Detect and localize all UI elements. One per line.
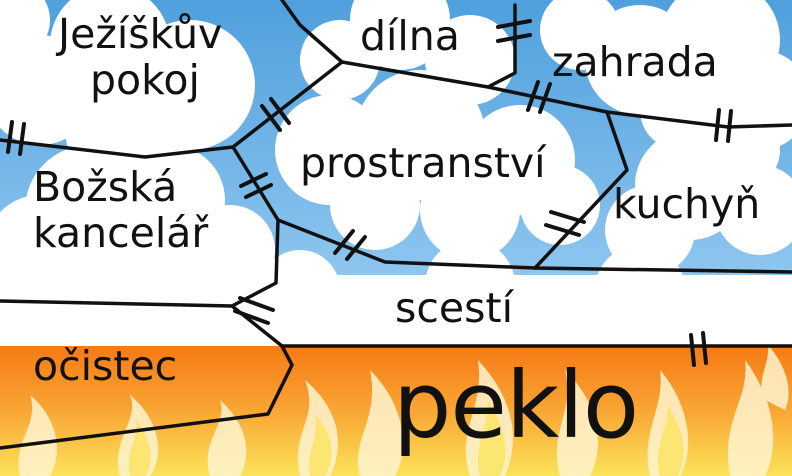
room-borders <box>0 0 792 450</box>
label-prostranstvi: prostranství <box>300 139 546 187</box>
label-jeziskuv-line2: pokoj <box>90 55 200 104</box>
label-jeziskuv-pokoj: Ježíškův pokoj <box>58 10 223 104</box>
label-zahrada: zahrada <box>552 38 718 86</box>
door-scesti-peklo <box>689 331 708 367</box>
label-ocistec: očistec <box>33 342 178 390</box>
door-bozska-ocistec <box>233 296 275 325</box>
door-jeziskuv-prostranstvi <box>260 97 291 132</box>
cloud-center <box>275 70 600 260</box>
label-dilna: dílna <box>360 12 460 60</box>
label-scesti: scestí <box>395 284 513 332</box>
door-zahrada-prostranstvi <box>526 80 552 114</box>
label-peklo: peklo <box>393 352 639 459</box>
cloud-top-left <box>0 0 255 185</box>
door-zahrada-right <box>714 108 733 143</box>
label-bozska-kancelar: Božská kancelář <box>33 163 209 257</box>
door-prostranstvi-scesti <box>333 229 367 261</box>
label-bozska-line2: kancelář <box>33 208 209 257</box>
door-kuchyn-prostranstvi <box>544 210 586 237</box>
doors <box>6 19 733 367</box>
door-dilna <box>496 19 532 43</box>
door-bozska-prostranstvi <box>239 172 273 199</box>
label-bozska-line1: Božská <box>33 163 178 211</box>
label-jeziskuv-line1: Ježíškův <box>58 10 223 58</box>
label-kuchyn: kuchyň <box>613 180 761 228</box>
door-left-edge <box>6 120 26 156</box>
cloud-bottom <box>0 240 792 350</box>
flames-inner <box>128 400 684 476</box>
